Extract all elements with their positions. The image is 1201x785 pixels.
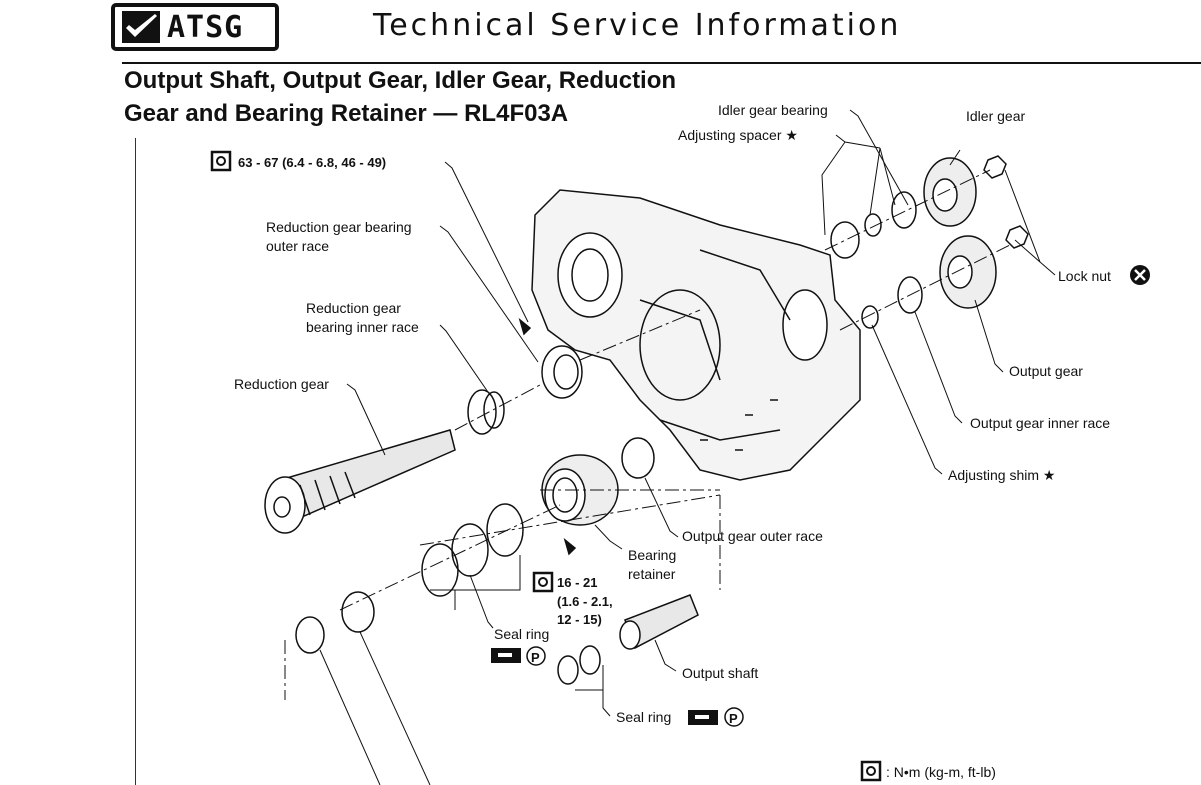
seal-ring-label-1: Seal ring — [494, 626, 550, 642]
lock-nut-lower — [1005, 225, 1029, 249]
reduction-outer-label-2: outer race — [266, 238, 330, 254]
reduction-outer-race — [541, 345, 583, 399]
output-shaft — [619, 594, 699, 650]
reduction-inner-label-1: Reduction gear — [306, 300, 401, 316]
bolt-bottom — [563, 537, 577, 556]
torque-mid-label-3: 12 - 15) — [557, 612, 602, 627]
idler-gear-part — [923, 157, 977, 227]
reduction-inner-label-2: bearing inner race — [306, 319, 419, 335]
grease-icon-1 — [491, 648, 521, 663]
seal-ring-label-2: Seal ring — [616, 709, 672, 725]
page-title-line-1: Output Shaft, Output Gear, Idler Gear, R… — [124, 67, 677, 94]
page-title-line-2: Gear and Bearing Retainer — RL4F03A — [124, 100, 569, 127]
seal-ring-part-3 — [486, 503, 524, 557]
lower-bearing — [295, 616, 325, 654]
output-inner-race-label: Output gear inner race — [970, 415, 1111, 431]
bolt-top — [518, 317, 532, 336]
leader-lines — [319, 109, 1056, 785]
frame-rule — [135, 138, 136, 785]
output-outer-race-part — [621, 437, 655, 479]
p-symbol-1: P — [531, 650, 540, 665]
seal-ring-part-2 — [451, 523, 489, 577]
reduction-outer-label-1: Reduction gear bearing — [266, 219, 412, 235]
check-mark-icon — [122, 11, 160, 43]
transmission-case — [531, 189, 861, 481]
bearing-retainer-label-2: retainer — [628, 566, 676, 582]
torque-icon-top — [210, 150, 232, 172]
reduction-gear — [264, 429, 456, 534]
bearing-retainer-label-1: Bearing — [628, 547, 677, 563]
torque-mid-label-2: (1.6 - 2.1, — [557, 594, 613, 609]
header-rule — [122, 62, 1201, 64]
output-gear-part — [939, 235, 997, 309]
grease-icon-2 — [688, 710, 718, 725]
header-title: Technical Service Information — [373, 8, 902, 43]
p-symbol-2: P — [729, 711, 738, 726]
torque-icon-legend — [860, 760, 882, 782]
idler-gear-label: Idler gear — [966, 108, 1026, 124]
lock-nut-label: Lock nut — [1058, 268, 1111, 284]
torque-label-top: 63 - 67 (6.4 - 6.8, 46 - 49) — [238, 155, 387, 170]
bearing-retainer — [541, 454, 619, 526]
idler-shim — [864, 213, 882, 237]
lower-race — [341, 591, 375, 633]
idler-bearing-label: Idler gear bearing — [718, 102, 828, 118]
logo-text: ATSG — [167, 9, 244, 45]
center-lines — [284, 169, 1011, 700]
p-icon-1 — [526, 646, 546, 666]
output-outer-race-label: Output gear outer race — [682, 528, 823, 544]
idler-bearing-part — [891, 191, 917, 229]
seal-ring-small-2 — [579, 645, 601, 675]
reduction-inner-race — [467, 389, 505, 435]
page-title: Output Shaft, Output Gear, Idler Gear, R… — [124, 64, 676, 130]
torque-mid-label-1: 16 - 21 — [557, 575, 598, 590]
adjusting-spacer-label: Adjusting spacer ★ — [678, 127, 798, 143]
seal-ring-small-1 — [557, 655, 579, 685]
adjusting-shim-label: Adjusting shim ★ — [948, 467, 1056, 483]
atsg-logo: ATSG — [111, 3, 279, 51]
torque-icon-mid — [532, 571, 554, 593]
output-gear-label: Output gear — [1009, 363, 1083, 379]
adjusting-spacer-part — [830, 221, 860, 259]
reduction-gear-label: Reduction gear — [234, 376, 329, 392]
p-icon-2 — [724, 707, 744, 727]
output-shaft-label: Output shaft — [682, 665, 759, 681]
adjusting-shim-part — [861, 305, 879, 329]
lock-nut-upper — [983, 155, 1007, 179]
unit-legend: : N•m (kg-m, ft-lb) — [886, 764, 996, 780]
replace-x-icon — [1130, 265, 1150, 285]
